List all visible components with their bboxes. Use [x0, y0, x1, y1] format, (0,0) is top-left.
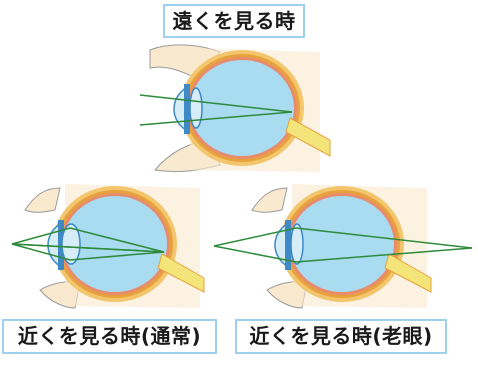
- lens: [291, 224, 303, 264]
- vitreous-body: [190, 60, 294, 156]
- eye-near-normal-diagram: [10, 180, 210, 315]
- eye-far-diagram: [130, 40, 330, 180]
- vitreous-body: [290, 196, 394, 292]
- iris: [285, 220, 291, 270]
- label-far-vision-text: 遠くを見る時: [173, 9, 296, 33]
- label-far-vision: 遠くを見る時: [163, 4, 305, 38]
- label-near-normal: 近くを見る時(通常): [2, 319, 217, 354]
- label-near-presbyopia: 近くを見る時(老眼): [235, 319, 447, 354]
- lens: [190, 88, 202, 128]
- label-near-normal-text: 近くを見る時(通常): [18, 324, 201, 348]
- eyelid-upper: [25, 188, 60, 212]
- iris: [184, 84, 190, 134]
- eyelid-upper: [252, 188, 287, 212]
- label-near-presbyopia-text: 近くを見る時(老眼): [249, 324, 432, 348]
- eye-near-presbyopia-diagram: [212, 180, 476, 315]
